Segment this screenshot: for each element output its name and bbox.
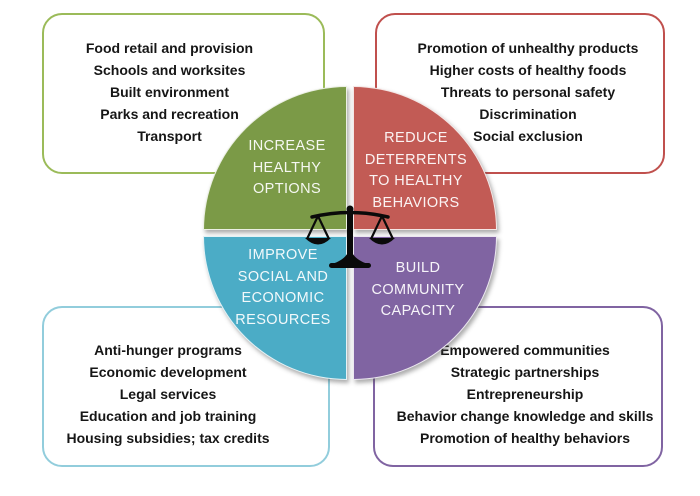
box-increase-healthy-options-examples: Food retail and provision Schools and wo…: [42, 13, 325, 174]
list-item: Built environment: [109, 84, 229, 100]
list-item: Food retail and provision: [85, 40, 254, 56]
list-item: Behavior change knowledge and skills: [396, 408, 654, 424]
quadrant-label-improve-social-economic: IMPROVE SOCIAL AND ECONOMIC RESOURCES: [235, 247, 331, 328]
list-item: Discrimination: [479, 106, 577, 122]
list-item: Strategic partnerships: [450, 364, 600, 380]
list-item: Threats to personal safety: [440, 84, 616, 100]
quadrant-label-increase-healthy-options: INCREASE HEALTHY OPTIONS: [248, 138, 326, 197]
quadrant-label-reduce-deterrents: REDUCE DETERRENTS TO HEALTHY BEHAVIORS: [364, 130, 468, 211]
list-item: Housing subsidies; tax credits: [66, 430, 270, 446]
list-item: Education and job training: [79, 408, 257, 424]
list-item: Promotion of unhealthy products: [417, 40, 639, 56]
list-item: Entrepreneurship: [466, 386, 584, 402]
list-item: Anti-hunger programs: [94, 342, 242, 358]
list-item: Schools and worksites: [93, 62, 246, 78]
list-item: Higher costs of healthy foods: [429, 62, 627, 78]
list-item: Empowered communities: [440, 342, 610, 358]
list-item: Promotion of healthy behaviors: [419, 430, 631, 446]
list-item: Economic development: [89, 364, 247, 380]
balance-scales-icon: [305, 205, 395, 268]
list-item: Social exclusion: [473, 128, 583, 144]
quadrant-label-build-community-capacity: BUILD COMMUNITY CAPACITY: [371, 260, 465, 319]
list-item: Legal services: [119, 386, 217, 402]
list-item: Transport: [137, 128, 202, 144]
list-item: Parks and recreation: [100, 106, 239, 122]
